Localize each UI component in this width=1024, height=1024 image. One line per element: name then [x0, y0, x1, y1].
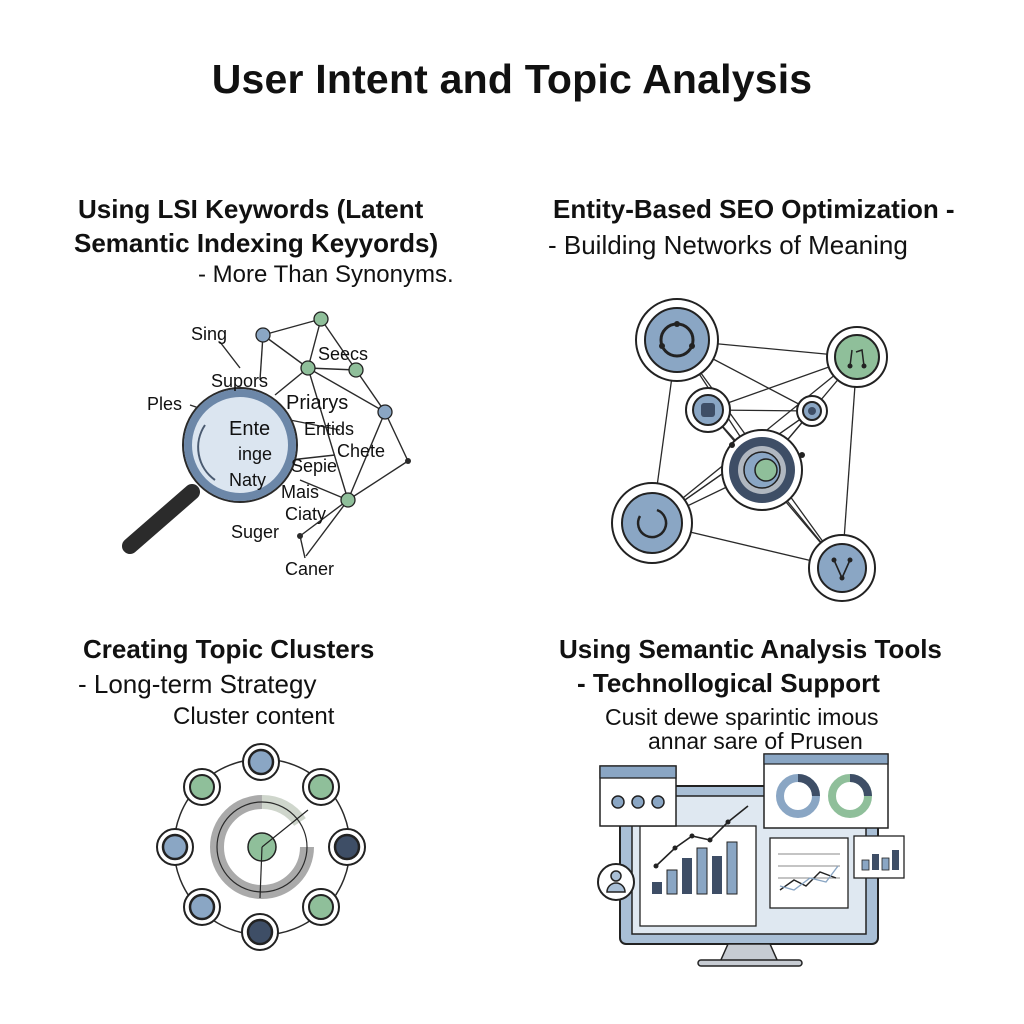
cluster-node — [302, 768, 340, 806]
lsi-keyword-labels: Sing Supors Ples Seecs Priarys Entids Ch… — [147, 324, 385, 579]
lsi-node — [340, 492, 356, 508]
user-avatar-icon — [597, 863, 635, 901]
entity-node-bottomleft — [611, 482, 693, 564]
keyword-label: Chete — [337, 441, 385, 461]
lsi-heading-line1: Using LSI Keywords (Latent — [78, 194, 424, 224]
clusters-heading-suffix: Strategy — [219, 669, 317, 699]
keyword-label: Mais — [281, 482, 319, 502]
keyword-label: Caner — [285, 559, 334, 579]
lsi-node — [313, 311, 329, 327]
cluster-node — [156, 828, 194, 866]
cluster-satellites — [156, 743, 366, 951]
keyword-label: Sepie — [291, 456, 337, 476]
lens-labels: Ente inge Naty — [229, 418, 272, 490]
cluster-node — [302, 888, 340, 926]
page-title: User Intent and Topic Analysis — [211, 56, 813, 102]
cluster-hub — [210, 794, 314, 899]
entity-heading-line1: Entity-Based SEO Optimization - — [553, 194, 955, 224]
lsi-heading-line2: Semantic Indexing Keyyords) — [74, 228, 439, 258]
tools-heading-line1: Using Semantic Analysis Tools — [559, 634, 942, 664]
entity-node-bottomright — [808, 534, 876, 602]
line-chart-panel — [769, 837, 849, 909]
keyword-label: Suger — [231, 522, 279, 542]
lsi-node — [297, 533, 303, 539]
entity-network — [611, 298, 888, 602]
mini-bar-card — [853, 835, 905, 879]
clusters-heading-line1: Creating Topic Clusters — [83, 634, 375, 664]
lsi-network-nodes — [255, 311, 411, 539]
lsi-node — [405, 458, 411, 464]
keyword-label: Sing — [191, 324, 227, 344]
keyword-label: Priarys — [286, 392, 348, 414]
cluster-node — [183, 768, 221, 806]
lens-label: inge — [238, 444, 272, 464]
keyword-label: Supors — [211, 371, 268, 391]
entity-network-nodes — [611, 298, 888, 602]
clusters-subheading: Cluster content — [173, 703, 335, 730]
keyword-label: Ciaty — [285, 504, 326, 524]
cluster-node — [241, 913, 279, 951]
lsi-node — [348, 362, 364, 378]
lsi-node — [377, 404, 393, 420]
magnifier-icon — [122, 387, 298, 554]
entity-node-center — [721, 429, 805, 511]
bar-chart-panel — [639, 805, 757, 927]
entity-node-small-right — [796, 395, 828, 427]
entity-node-topright — [826, 326, 888, 388]
lsi-keyword-network: Sing Supors Ples Seecs Priarys Entids Ch… — [122, 311, 411, 579]
tools-subheading-line2: annar sare of Prusen — [648, 728, 863, 754]
lens-label: Ente — [229, 418, 270, 440]
dashboard-window — [599, 765, 677, 827]
tools-heading-line2: - Technollogical Support — [577, 668, 880, 698]
cluster-node — [328, 828, 366, 866]
entity-node-topleft — [635, 298, 719, 382]
keyword-label: Entids — [304, 419, 354, 439]
entity-heading-line2: - Building Networks of Meaning — [548, 230, 908, 260]
analysis-tools-illustration — [597, 753, 905, 967]
tools-subheading-line1: Cusit dewe sparintic imous — [605, 704, 879, 730]
lsi-node — [255, 327, 271, 343]
clusters-heading-prefix: - Long-term — [78, 669, 213, 699]
cluster-node — [183, 888, 221, 926]
lsi-subheading: - More Than Synonyms. — [198, 261, 454, 288]
topic-cluster-diagram — [156, 743, 366, 951]
keyword-label: Seecs — [318, 344, 368, 364]
entity-node-small-left — [685, 387, 731, 433]
keyword-label: Ples — [147, 394, 182, 414]
cluster-node — [242, 743, 280, 781]
donut-chart-panel — [763, 753, 889, 829]
lsi-node — [300, 360, 316, 376]
clusters-heading-line2: - Long-term Strategy — [78, 667, 316, 701]
lens-label: Naty — [229, 470, 266, 490]
